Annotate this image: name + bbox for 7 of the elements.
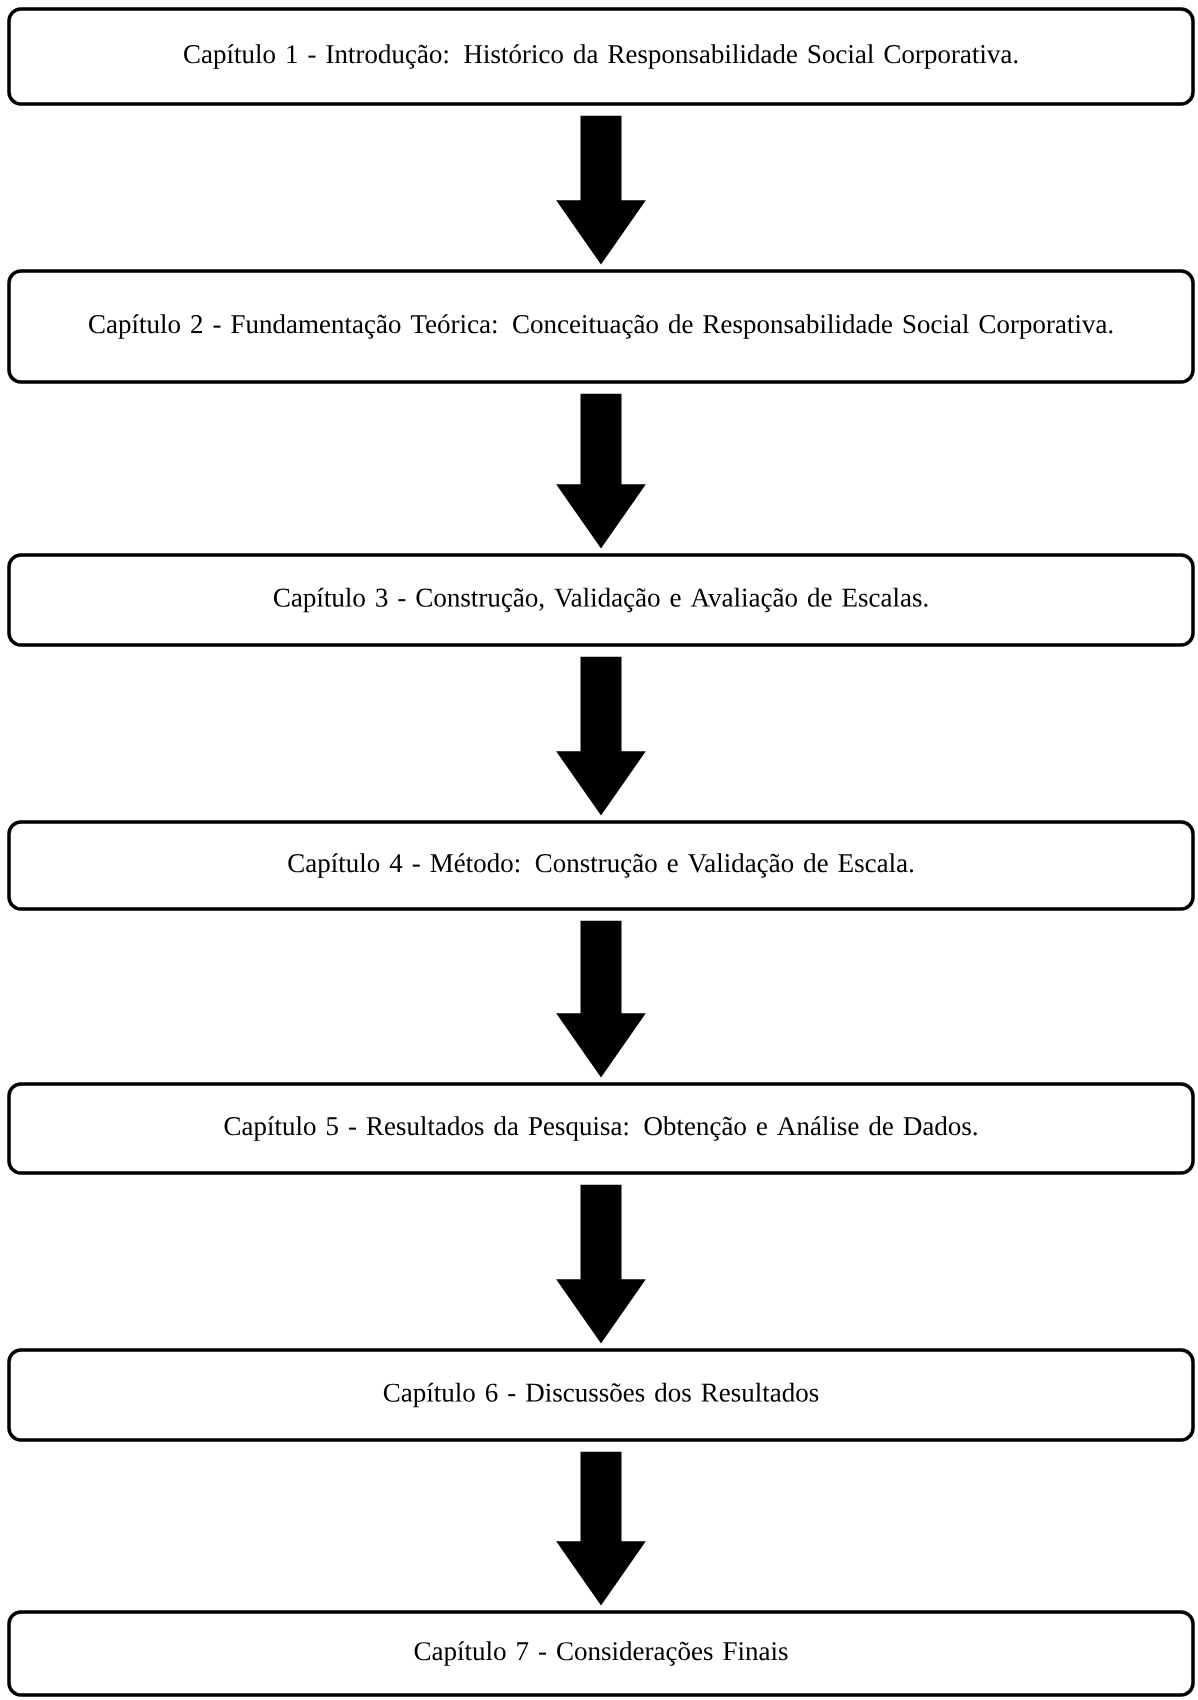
chapter-box: Capítulo 5 - Resultados da Pesquisa: Obtenção e Análise de Dados.	[7, 1082, 1195, 1175]
chapter-box: Capítulo 6 - Discussões dos Resultados	[7, 1348, 1195, 1442]
chapter-box: Capítulo 7 - Considerações Finais	[7, 1610, 1195, 1697]
chapter-box: Capítulo 3 - Construção, Validação e Avaliação de Escalas.	[7, 553, 1195, 647]
chapter-box: Capítulo 1 - Introdução: Histórico da Responsabilidade Social Corporativa.	[7, 7, 1195, 106]
chapter-box: Capítulo 4 - Método: Construção e Validação de Escala.	[7, 820, 1195, 911]
chapter-box: Capítulo 2 - Fundamentação Teórica: Conceituação de Responsabilidade Social Corporativa.	[7, 269, 1195, 384]
